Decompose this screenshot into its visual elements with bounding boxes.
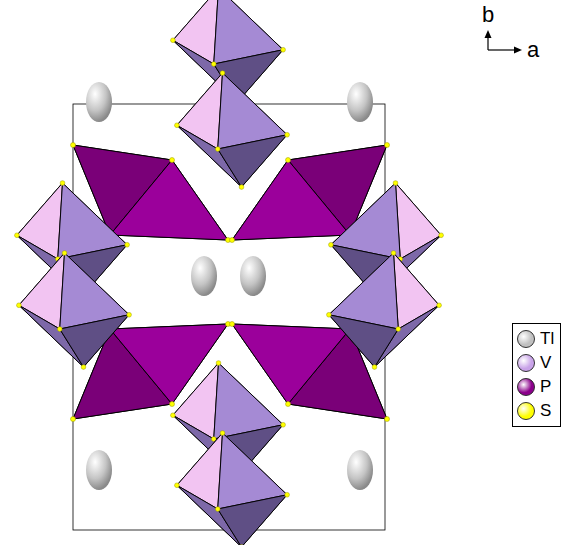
legend-box: TlVPS [512, 323, 561, 427]
v-octahedron [327, 251, 442, 370]
legend-text: S [540, 401, 551, 421]
axis-label: a [527, 39, 539, 61]
tl-atom [347, 450, 373, 490]
tl-atom [191, 256, 217, 296]
legend-swatch [517, 402, 535, 420]
legend-row: Tl [517, 327, 554, 351]
v-octahedron [175, 71, 290, 190]
arrow-head [485, 30, 492, 38]
legend-row: V [517, 351, 554, 375]
v-octahedron [175, 431, 290, 545]
tl-atom [240, 256, 266, 296]
legend-swatch [517, 378, 535, 396]
legend-text: V [540, 353, 551, 373]
axis-arrows [485, 30, 523, 54]
axis-line [487, 36, 488, 50]
tl-atom [347, 82, 373, 122]
legend-swatch [517, 330, 535, 348]
axis-line [488, 49, 516, 50]
axis-label: b [482, 4, 494, 26]
tl-ellipsoids [86, 82, 373, 490]
legend-row: S [517, 399, 554, 423]
tl-atom [86, 82, 112, 122]
legend-swatch [517, 354, 535, 372]
v-octahedron [17, 251, 132, 370]
legend-row: P [517, 375, 554, 399]
legend-text: P [540, 377, 551, 397]
arrow-head [514, 47, 522, 54]
legend-text: Tl [540, 329, 554, 349]
tl-atom [86, 450, 112, 490]
